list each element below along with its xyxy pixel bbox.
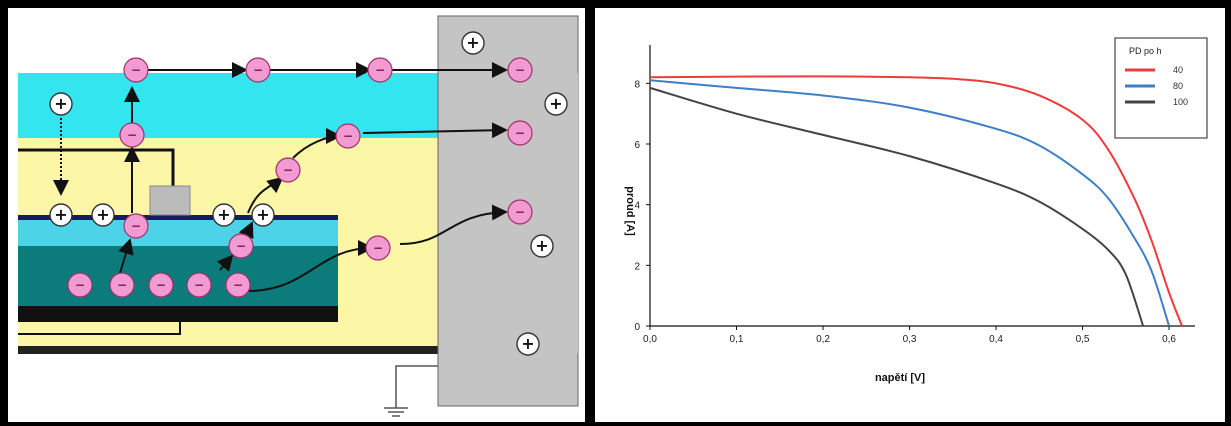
electron-icon: − (67, 272, 93, 298)
hole-icon: + (91, 203, 115, 227)
svg-text:−: − (253, 63, 263, 77)
chart-legend: PD po h 40 80 100 (1114, 37, 1208, 139)
top-layer (18, 73, 518, 138)
electron-icon: − (119, 122, 145, 148)
hole-icon: + (516, 332, 540, 356)
absorber-layer (18, 246, 338, 306)
legend-label-80: 80 (1173, 81, 1183, 91)
dark-band (18, 215, 338, 220)
electron-icon: − (365, 235, 391, 261)
series-line-100 (649, 86, 1145, 327)
y-tick-label: 0 (634, 322, 640, 333)
bottom-contact (18, 346, 510, 354)
electron-icon: − (335, 123, 361, 149)
x-tick-label: 0,3 (903, 334, 917, 345)
cell-diagram: − − − − − − − − − − − − − − − − − + + + + + + + + + (18, 15, 579, 417)
series-line-80 (649, 79, 1171, 327)
y-tick-label: 4 (634, 201, 640, 212)
electron-icon: − (123, 57, 149, 83)
electron-icon: − (186, 272, 212, 298)
back-contact (18, 306, 338, 322)
hole-icon: + (251, 203, 275, 227)
x-tick-label: 0,0 (643, 334, 657, 345)
y-axis-label: proud [A] (624, 186, 636, 236)
svg-text:−: − (131, 219, 141, 233)
electron-icon: − (148, 272, 174, 298)
electron-icon: − (109, 272, 135, 298)
svg-text:−: − (117, 278, 127, 292)
svg-text:+: + (549, 94, 562, 113)
legend-title: PD po h (1129, 46, 1162, 56)
svg-text:−: − (375, 63, 385, 77)
wire-bottom (18, 308, 181, 335)
chart-axes: 0,0 0,1 0,2 0,3 0,4 0,5 0,6 0 2 4 6 8 (634, 45, 1195, 345)
svg-text:−: − (75, 278, 85, 292)
svg-text:−: − (131, 63, 141, 77)
svg-text:−: − (343, 129, 353, 143)
hole-icon: + (49, 203, 73, 227)
svg-text:−: − (515, 63, 525, 77)
svg-text:−: − (233, 278, 243, 292)
x-tick-label: 0,1 (730, 334, 744, 345)
electron-icon: − (225, 272, 251, 298)
chart-series (649, 75, 1183, 327)
svg-text:+: + (54, 94, 67, 113)
ground-wire (395, 365, 438, 408)
electron-icon: − (507, 57, 533, 83)
svg-text:−: − (515, 205, 525, 219)
svg-text:−: − (194, 278, 204, 292)
x-tick-label: 0,4 (989, 334, 1003, 345)
svg-text:−: − (236, 239, 246, 253)
svg-text:+: + (521, 334, 534, 353)
svg-text:−: − (127, 128, 137, 142)
y-tick-label: 6 (634, 140, 640, 151)
svg-text:+: + (466, 33, 479, 52)
junction-layer (18, 220, 338, 246)
electron-icon: − (228, 233, 254, 259)
hole-icon: + (49, 92, 73, 116)
svg-text:+: + (96, 205, 109, 224)
hole-icon: + (212, 203, 236, 227)
ground-icon (384, 407, 408, 417)
electron-icon: − (367, 57, 393, 83)
x-tick-label: 0,6 (1162, 334, 1176, 345)
electron-icon: − (275, 157, 301, 183)
series-line-40 (649, 75, 1183, 327)
y-tick-label: 2 (634, 261, 640, 272)
y-tick-label: 8 (634, 79, 640, 90)
iv-chart-panel: 0,0 0,1 0,2 0,3 0,4 0,5 0,6 0 2 4 6 8 PD po h 40 80 1… (595, 8, 1225, 422)
hole-icon: + (530, 234, 554, 258)
legend-label-40: 40 (1173, 65, 1183, 75)
x-axis-label: napětí [V] (875, 372, 925, 384)
legend-box (1114, 37, 1208, 139)
svg-text:−: − (283, 163, 293, 177)
svg-text:+: + (256, 205, 269, 224)
svg-text:−: − (373, 241, 383, 255)
svg-text:+: + (54, 205, 67, 224)
svg-text:+: + (217, 205, 230, 224)
electron-icon: − (507, 199, 533, 225)
electron-icon: − (123, 213, 149, 239)
contact-pad (149, 185, 191, 216)
hole-icon: + (461, 31, 485, 55)
hole-icon: + (544, 92, 568, 116)
svg-text:−: − (156, 278, 166, 292)
svg-text:−: − (515, 126, 525, 140)
electron-icon: − (507, 120, 533, 146)
svg-text:+: + (535, 236, 548, 255)
x-tick-label: 0,5 (1076, 334, 1090, 345)
legend-label-100: 100 (1173, 97, 1188, 107)
x-tick-label: 0,2 (816, 334, 830, 345)
wire-left (18, 148, 175, 190)
particles: − − − − − − − − − − − − − − − − − + + + + + + + + + (49, 31, 568, 356)
iv-chart: 0,0 0,1 0,2 0,3 0,4 0,5 0,6 0 2 4 6 8 PD po h 40 80 1… (624, 37, 1208, 384)
cell-diagram-panel: − − − − − − − − − − − − − − − − − + + + + + + + + + (8, 8, 585, 422)
electron-icon: − (245, 57, 271, 83)
